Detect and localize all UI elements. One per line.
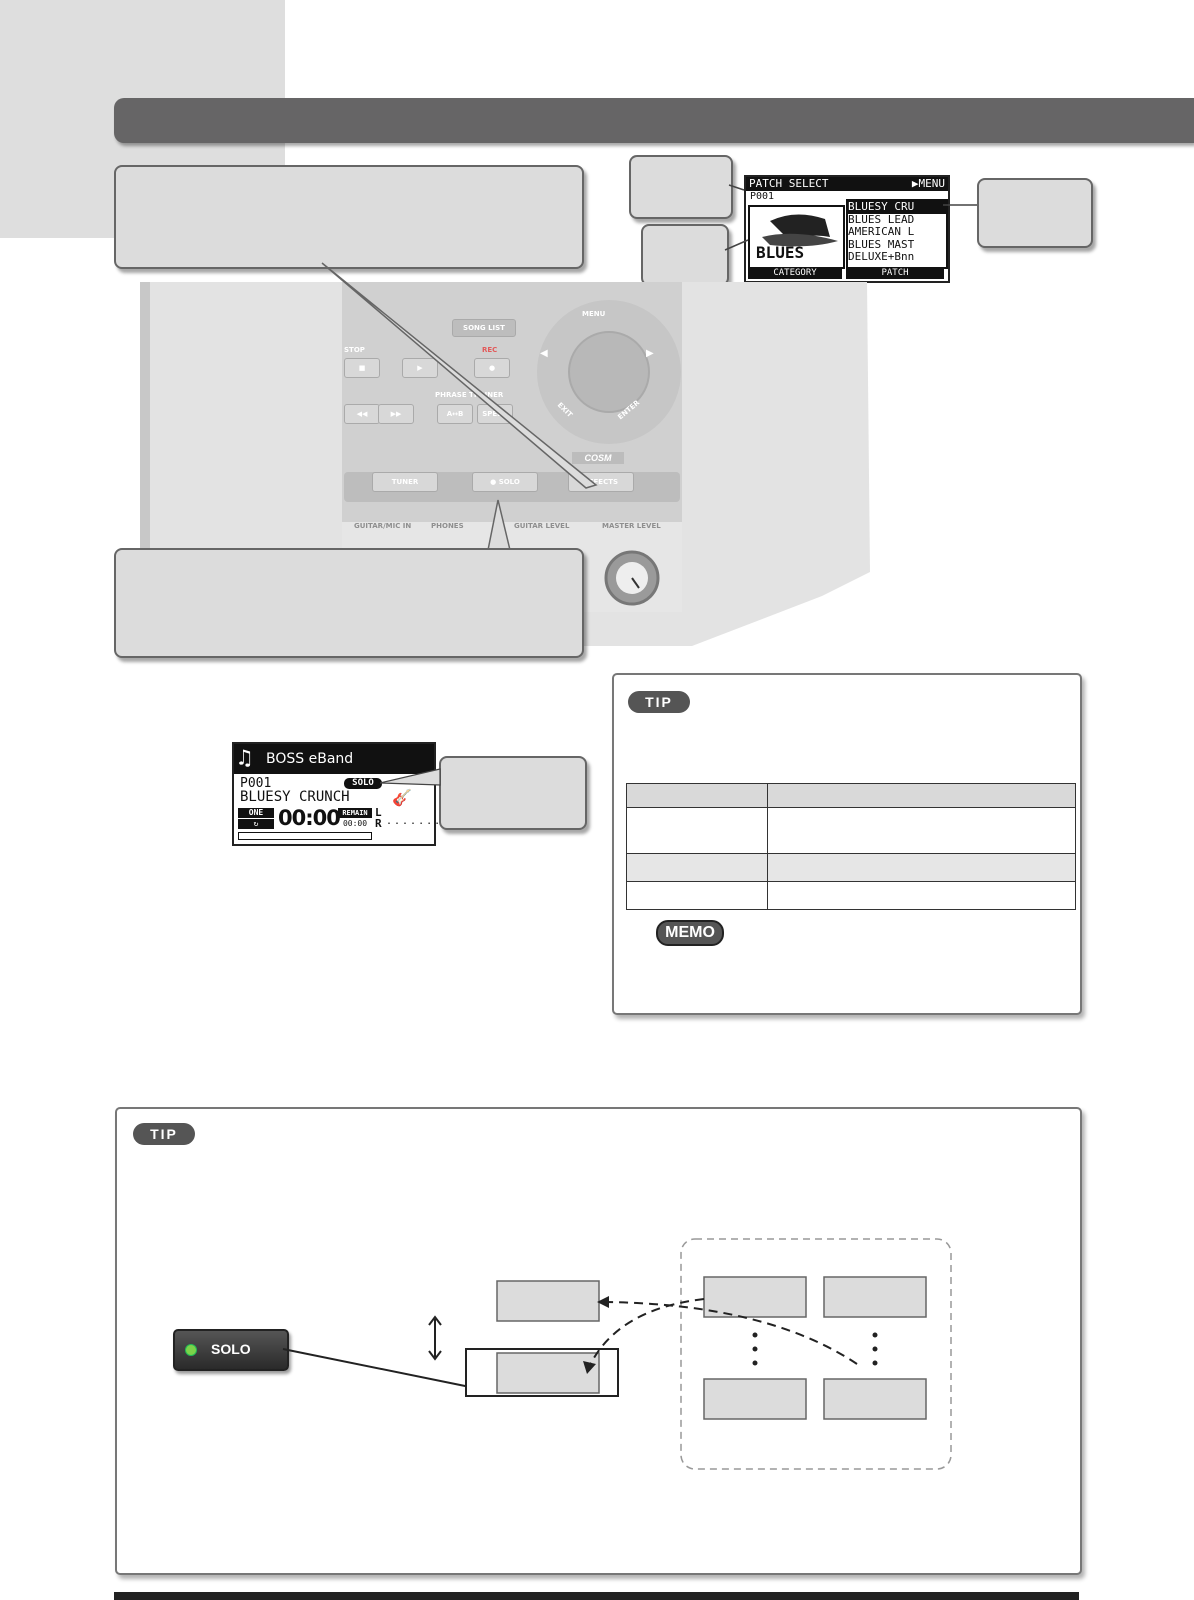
- app-name: BOSS eBand: [266, 751, 354, 767]
- mode-badge: ONE: [238, 808, 274, 818]
- phrase-trainer-label: PHRASE TRAINER: [435, 391, 504, 399]
- table-header-row: [626, 783, 1076, 808]
- loop-icon: ↻: [238, 819, 274, 829]
- patch-select-screen: PATCH SELECT ▶MENU P001 BLUES BLUESY CRU…: [744, 175, 950, 283]
- music-note-icon: ♫: [238, 746, 252, 771]
- solo-hw-label: SOLO: [211, 1341, 251, 1357]
- callout-solo-badge: [439, 756, 587, 830]
- master-level-label: MASTER LEVEL: [602, 522, 661, 530]
- guitar-level-label: GUITAR LEVEL: [514, 522, 570, 530]
- patch-list-item[interactable]: AMERICAN L: [848, 225, 915, 238]
- solo-led-icon: [185, 1344, 197, 1356]
- tip-table: [626, 783, 1076, 910]
- main-patch-name: BLUESY CRUNCH: [240, 789, 350, 805]
- stop-label: STOP: [344, 346, 365, 354]
- hat-icon: [762, 214, 838, 247]
- progress-bar: [238, 832, 372, 840]
- rec-label: REC: [482, 346, 498, 354]
- channel-l: L: [375, 806, 382, 819]
- remain-label: REMAIN: [338, 808, 372, 818]
- cosm-logo: COSM: [572, 452, 624, 464]
- patch-list-item[interactable]: BLUESY CRU: [848, 201, 946, 214]
- phones-label: PHONES: [431, 522, 464, 530]
- category-art-text: BLUES: [756, 243, 805, 262]
- callout-category: [641, 224, 729, 286]
- tip-badge: TIP: [628, 691, 690, 713]
- patch-select-title: PATCH SELECT: [749, 177, 829, 190]
- stop-button[interactable]: ■: [344, 358, 380, 378]
- patch-number: P001: [750, 191, 775, 202]
- table-cell: [626, 853, 768, 882]
- section-banner: [114, 98, 1194, 143]
- table-row: [626, 881, 1076, 910]
- patch-list-item[interactable]: BLUES LEAD: [848, 212, 915, 226]
- table-cell: [767, 853, 1076, 882]
- level-meter: .......: [386, 816, 443, 827]
- memo-badge: MEMO: [656, 920, 724, 946]
- solo-badge: SOLO: [344, 778, 382, 789]
- channel-r: R: [375, 817, 382, 830]
- table-cell: [626, 807, 768, 854]
- right-arrow-icon[interactable]: ▶: [646, 348, 654, 359]
- table-row: [626, 807, 1076, 854]
- fast-forward-button[interactable]: ▶▶: [378, 404, 414, 424]
- tip-box-1: TIP MEMO: [612, 673, 1082, 1015]
- ab-button[interactable]: A↔B: [437, 404, 473, 424]
- table-cell: [626, 881, 768, 910]
- patch-select-header: PATCH SELECT ▶MENU: [746, 177, 948, 191]
- callout-patch-list: [977, 178, 1093, 248]
- solo-diagram: [282, 1238, 952, 1470]
- left-arrow-icon[interactable]: ◀: [540, 348, 548, 359]
- guitar-mic-in-label: GUITAR/MIC IN: [354, 522, 412, 530]
- table-header-cell: [767, 783, 1076, 808]
- solo-badge-pointer: [380, 768, 441, 786]
- menu-label: ▶MENU: [911, 177, 945, 190]
- tab-category[interactable]: CATEGORY: [748, 267, 842, 279]
- bottom-bar: [114, 1592, 1079, 1600]
- tip-badge: TIP: [133, 1123, 195, 1145]
- table-cell: [767, 807, 1076, 854]
- tuner-button[interactable]: TUNER: [372, 472, 438, 492]
- tab-patch[interactable]: PATCH: [846, 267, 944, 279]
- rec-button[interactable]: ●: [474, 358, 510, 378]
- category-art: BLUES: [748, 205, 845, 269]
- patch-list-item[interactable]: BLUES MAST: [848, 237, 915, 251]
- tip-box-2: TIP SOLO: [115, 1107, 1082, 1575]
- callout-effects: [114, 165, 584, 269]
- solo-button[interactable]: ● SOLO: [472, 472, 538, 492]
- callout-patch-number: [629, 155, 733, 219]
- solo-hw-button[interactable]: SOLO: [173, 1329, 289, 1371]
- patch-list-item[interactable]: DELUXE+Bnn: [848, 250, 915, 263]
- main-screen-header: ♫ BOSS eBand: [234, 744, 434, 774]
- main-screen: ♫ BOSS eBand P001 SOLO BLUESY CRUNCH 🎸 O…: [232, 742, 440, 846]
- remain-time: 00:00: [342, 819, 368, 828]
- song-list-button[interactable]: SONG LIST: [452, 319, 516, 337]
- table-row: [626, 853, 1076, 882]
- main-time: 00:00: [278, 806, 341, 830]
- main-patch-number: P001: [240, 776, 272, 791]
- pointer-lines: [321, 184, 977, 551]
- patch-list[interactable]: BLUESY CRU BLUES LEAD AMERICAN L BLUES M…: [846, 199, 948, 269]
- menu-button-label[interactable]: MENU: [582, 310, 606, 318]
- table-cell: [767, 881, 1076, 910]
- callout-solo: [114, 548, 584, 658]
- play-button[interactable]: ▶: [402, 358, 438, 378]
- table-header-cell: [626, 783, 768, 808]
- guitar-icon: 🎸: [392, 788, 412, 807]
